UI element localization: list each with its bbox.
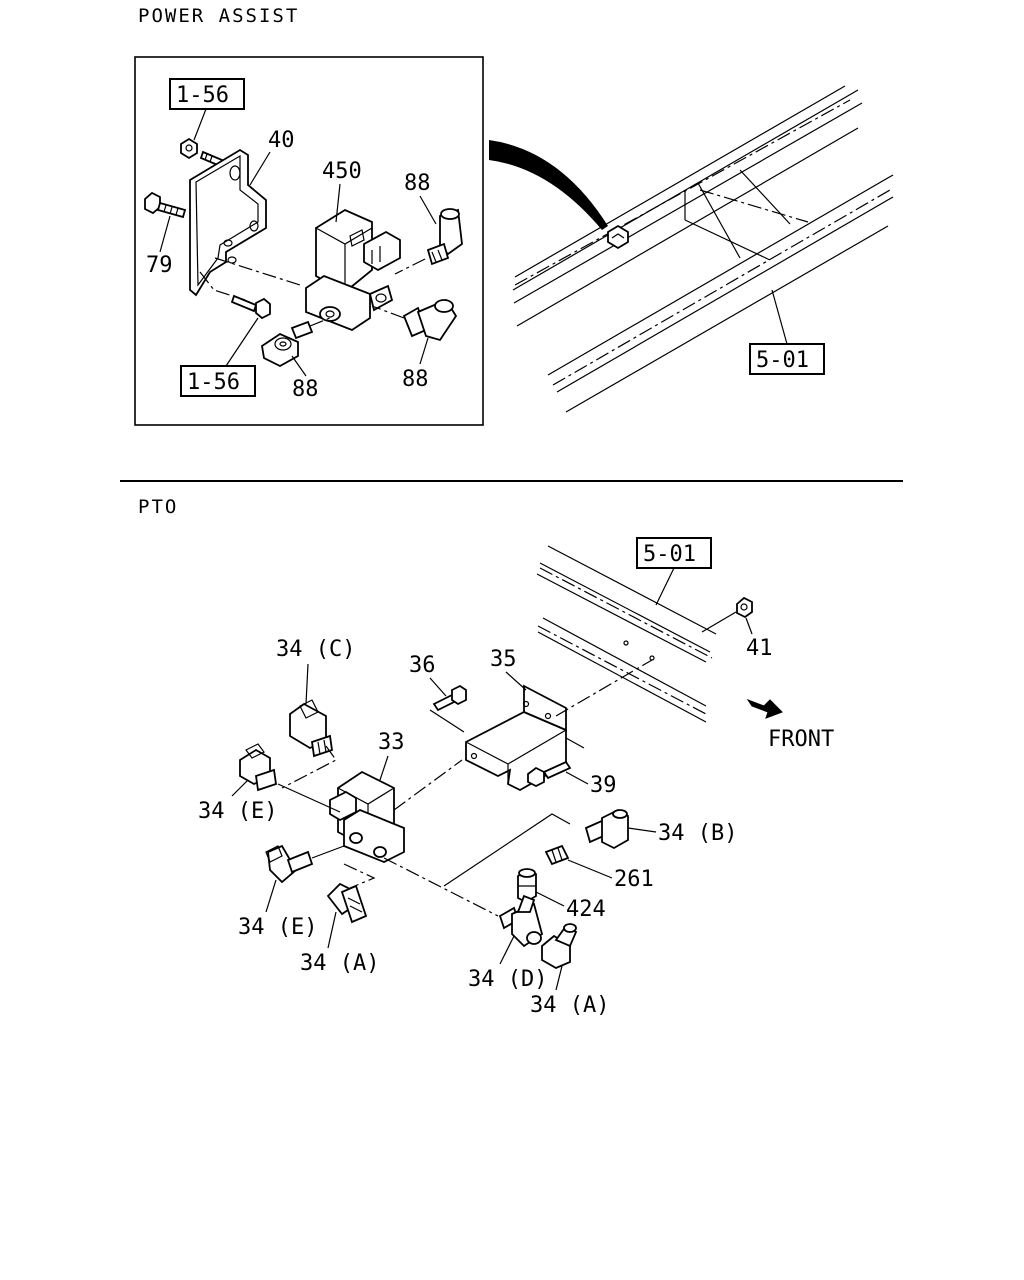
svg-text:34 (E): 34 (E) xyxy=(198,799,277,824)
chassis-frame xyxy=(512,85,894,413)
callout-424[interactable]: 424 xyxy=(535,891,606,922)
callout-ref-5-01-frame[interactable]: 5-01 xyxy=(749,289,825,375)
front-label: FRONT xyxy=(768,727,834,752)
fitting-34c-icon xyxy=(289,699,333,758)
svg-text:34 (A): 34 (A) xyxy=(530,993,609,1018)
fitting-34e-bottom-icon xyxy=(265,844,314,884)
alignment-line xyxy=(394,258,426,275)
elbow-fitting-icon xyxy=(402,298,458,342)
alignment-line xyxy=(383,857,499,917)
svg-text:1-56: 1-56 xyxy=(176,83,229,108)
svg-text:35: 35 xyxy=(490,647,517,672)
callout-ref-1-56-bottom[interactable]: 1-56 xyxy=(180,317,259,397)
callout-34e-top[interactable]: 34 (E) xyxy=(198,779,277,824)
svg-text:34 (E): 34 (E) xyxy=(238,915,317,940)
leader-line xyxy=(565,737,585,749)
bolt-36-icon xyxy=(432,684,467,712)
alignment-line xyxy=(555,659,653,717)
svg-text:34 (C): 34 (C) xyxy=(276,637,355,662)
callout-34a-right[interactable]: 34 (A) xyxy=(530,965,609,1018)
bracket-40-icon xyxy=(189,148,267,297)
pto-chassis-frame xyxy=(536,545,717,723)
pto-title: PTO xyxy=(138,496,178,518)
leader-line xyxy=(701,611,737,633)
svg-text:1-56: 1-56 xyxy=(187,370,240,395)
fitting-34a-right-icon xyxy=(541,923,578,970)
leader-line xyxy=(443,813,571,887)
callout-88-bottom-left[interactable]: 88 xyxy=(291,355,319,402)
callout-88-top[interactable]: 88 xyxy=(404,171,437,225)
callout-34c[interactable]: 34 (C) xyxy=(276,637,355,705)
svg-text:34 (D): 34 (D) xyxy=(468,967,547,992)
alignment-line xyxy=(214,257,301,286)
svg-text:88: 88 xyxy=(292,377,319,402)
callout-36[interactable]: 36 xyxy=(409,653,447,697)
bolt-79-icon xyxy=(144,191,187,219)
alignment-line xyxy=(309,317,331,327)
callout-40[interactable]: 40 xyxy=(249,128,295,186)
callout-79[interactable]: 79 xyxy=(146,215,173,278)
elbow-fitting-icon xyxy=(426,208,463,266)
callout-88-bottom-right[interactable]: 88 xyxy=(402,337,429,392)
svg-text:33: 33 xyxy=(378,730,405,755)
callout-34b[interactable]: 34 (B) xyxy=(627,821,737,846)
callout-34d[interactable]: 34 (D) xyxy=(468,935,547,992)
callout-261[interactable]: 261 xyxy=(567,859,654,892)
svg-text:261: 261 xyxy=(614,867,654,892)
svg-text:40: 40 xyxy=(268,128,295,153)
svg-text:450: 450 xyxy=(322,159,362,184)
callout-33[interactable]: 33 xyxy=(378,730,405,781)
fitting-34e-top-icon xyxy=(239,743,277,792)
bolt-39-icon xyxy=(527,760,572,788)
callout-ref-5-01-pto[interactable]: 5-01 xyxy=(636,537,712,606)
svg-text:36: 36 xyxy=(409,653,436,678)
callout-35[interactable]: 35 xyxy=(490,647,527,691)
alignment-line xyxy=(371,305,405,319)
bolt-icon xyxy=(230,294,271,320)
alignment-line xyxy=(393,759,463,811)
plug-261-icon xyxy=(544,844,570,866)
detail-pointer xyxy=(489,140,608,230)
svg-text:34 (B): 34 (B) xyxy=(658,821,737,846)
svg-text:79: 79 xyxy=(146,253,173,278)
valve-450-icon xyxy=(305,208,401,332)
callout-41[interactable]: 41 xyxy=(745,617,773,661)
svg-text:41: 41 xyxy=(746,636,773,661)
leader-line xyxy=(277,783,341,813)
svg-text:5-01: 5-01 xyxy=(643,542,696,567)
alignment-line xyxy=(281,745,337,789)
svg-text:39: 39 xyxy=(590,773,617,798)
connector-424-icon xyxy=(517,868,537,904)
callout-39[interactable]: 39 xyxy=(565,771,617,798)
svg-text:424: 424 xyxy=(566,897,606,922)
front-arrow-icon xyxy=(746,698,783,719)
svg-text:88: 88 xyxy=(402,367,429,392)
nut-icon xyxy=(180,137,198,160)
fitting-34b-icon xyxy=(584,808,629,850)
leader-line xyxy=(311,845,345,859)
callout-ref-1-56-top[interactable]: 1-56 xyxy=(169,78,245,141)
valve-33-icon xyxy=(329,770,405,863)
svg-text:88: 88 xyxy=(404,171,431,196)
power-assist-detail-box xyxy=(134,56,484,426)
callout-450[interactable]: 450 xyxy=(322,159,362,223)
svg-text:34 (A): 34 (A) xyxy=(300,951,379,976)
alignment-line xyxy=(343,863,376,889)
callout-34a-left[interactable]: 34 (A) xyxy=(300,911,379,976)
nut-41-icon xyxy=(736,596,753,619)
fitting-34a-left-icon xyxy=(326,882,368,924)
banjo-fitting-icon xyxy=(261,320,314,368)
power-assist-title: POWER ASSIST xyxy=(138,5,299,27)
leader-line xyxy=(429,709,465,733)
callout-34e-bottom[interactable]: 34 (E) xyxy=(238,879,317,940)
tee-fitting-34d-icon xyxy=(498,894,544,948)
svg-text:5-01: 5-01 xyxy=(756,348,809,373)
